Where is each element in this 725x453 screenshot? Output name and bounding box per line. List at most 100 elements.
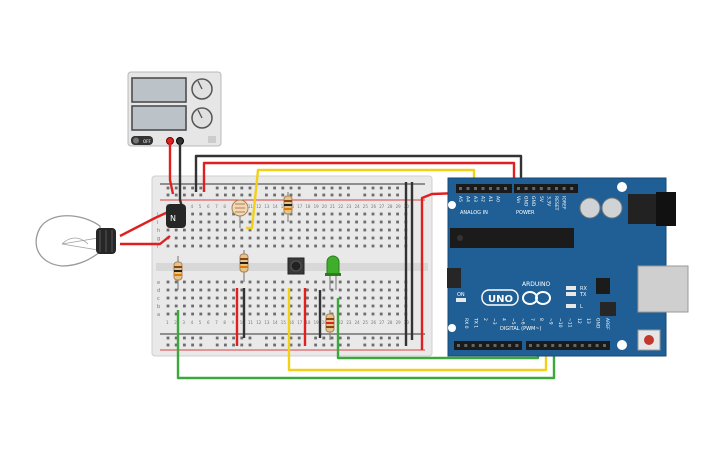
column-number: 25 — [363, 204, 369, 209]
analog-pin-label: A5 — [457, 196, 463, 202]
power-pin-label: Vin — [515, 196, 521, 203]
column-number: 1 — [166, 320, 169, 325]
column-number: 24 — [355, 320, 361, 325]
column-number: 12 — [256, 320, 262, 325]
resistor-led[interactable] — [325, 310, 335, 340]
photoresistor[interactable] — [231, 199, 249, 228]
column-number: 28 — [387, 204, 393, 209]
wires — [119, 141, 556, 380]
column-number: 20 — [322, 320, 328, 325]
column-number: 20 — [322, 204, 328, 209]
usb-port — [637, 265, 689, 313]
power-supply[interactable]: OFF — [127, 71, 222, 147]
column-number: 21 — [330, 204, 336, 209]
digital-pin-label: 2 — [482, 318, 488, 321]
digital-pin-label: 13 — [585, 318, 591, 324]
label-on: ON — [457, 292, 465, 298]
label-analog: ANALOG IN — [460, 210, 488, 216]
wire-button-pin[interactable] — [287, 288, 548, 372]
row-letter: f — [157, 244, 159, 250]
power-pin-label: GND — [523, 196, 529, 207]
light-bulb[interactable] — [35, 215, 116, 267]
column-number: 22 — [338, 320, 344, 325]
column-number: 17 — [297, 320, 303, 325]
current-display — [131, 105, 187, 131]
column-number: 25 — [363, 320, 369, 325]
push-button[interactable] — [287, 257, 305, 275]
column-number: 23 — [346, 320, 352, 325]
wire-bulb-2[interactable] — [120, 235, 171, 246]
svg-text:N: N — [170, 214, 176, 223]
atmega-chip — [450, 228, 574, 248]
digital-pin-label: ~9 — [548, 318, 554, 325]
voltage-display — [131, 77, 187, 103]
row-letter: h — [157, 228, 160, 234]
column-number: 27 — [379, 204, 385, 209]
power-pin-label: 3.3V — [545, 196, 551, 207]
analog-pin-label: A3 — [472, 196, 478, 202]
column-number: 8 — [223, 204, 226, 209]
digital-pin-label: AREF — [604, 318, 610, 330]
digital-pin-label: GND — [595, 318, 601, 329]
column-number: 18 — [305, 320, 311, 325]
column-number: 18 — [305, 204, 311, 209]
digital-pin-label: 8 — [538, 318, 544, 321]
row-letter: i — [157, 220, 158, 226]
resistor-relay[interactable] — [173, 256, 183, 290]
column-number: 29 — [396, 204, 402, 209]
column-number: 13 — [264, 204, 270, 209]
row-letter: g — [157, 236, 160, 242]
column-number: 4 — [191, 320, 194, 325]
column-number: 14 — [273, 204, 279, 209]
column-number: 4 — [191, 204, 194, 209]
digital-pin-label: ~10 — [557, 318, 563, 328]
label-rx: RX — [580, 286, 587, 292]
relay[interactable]: N — [166, 204, 186, 228]
arduino-uno[interactable]: RX TX L ON UNO ARDUINO DIGITAL (PWM~) PO… — [447, 177, 689, 357]
column-number: 22 — [338, 204, 344, 209]
digital-pin-label: 4 — [501, 318, 507, 321]
column-number: 19 — [314, 320, 320, 325]
column-number: 5 — [199, 320, 202, 325]
row-letter: j — [156, 212, 158, 218]
row-letter: a — [157, 312, 160, 318]
column-number: 15 — [281, 320, 287, 325]
wire-5v-arduino[interactable] — [202, 161, 516, 192]
label-tx: TX — [579, 292, 587, 298]
digital-pin-label: ~6 — [519, 318, 525, 325]
column-number: 10 — [240, 320, 246, 325]
resistor-ldr[interactable] — [239, 250, 249, 282]
wire-supply-positive[interactable] — [168, 141, 175, 195]
label-power: POWER — [516, 210, 535, 216]
analog-pin-label: A1 — [487, 196, 493, 202]
wire-gnd-arduino[interactable] — [194, 154, 523, 192]
column-number: 11 — [248, 204, 254, 209]
column-number: 26 — [371, 204, 377, 209]
column-number: 19 — [314, 204, 320, 209]
digital-pin-label: ~11 — [566, 318, 572, 328]
column-number: 12 — [256, 204, 262, 209]
column-number: 23 — [346, 204, 352, 209]
resistor-top[interactable] — [283, 192, 293, 222]
column-number: 5 — [199, 204, 202, 209]
wire-ldr-a0[interactable] — [246, 168, 476, 230]
column-number: 7 — [215, 204, 218, 209]
wire-relay-pin[interactable] — [176, 310, 556, 380]
column-number: 17 — [297, 204, 303, 209]
digital-pin-label: RX 0 — [463, 318, 469, 329]
column-number: 6 — [207, 204, 210, 209]
wire-bulb-1[interactable] — [119, 210, 169, 238]
column-number: 9 — [232, 320, 235, 325]
row-letter: b — [157, 304, 160, 310]
column-number: 24 — [355, 204, 361, 209]
row-letter: c — [157, 296, 160, 302]
digital-pin-label: 7 — [529, 318, 535, 321]
label-l: L — [580, 304, 583, 310]
column-number: 3 — [182, 320, 185, 325]
power-pin-label: IOREF — [561, 196, 567, 210]
row-letter: e — [157, 280, 160, 286]
column-number: 29 — [396, 320, 402, 325]
column-number: 26 — [371, 320, 377, 325]
led-green[interactable] — [325, 255, 341, 290]
